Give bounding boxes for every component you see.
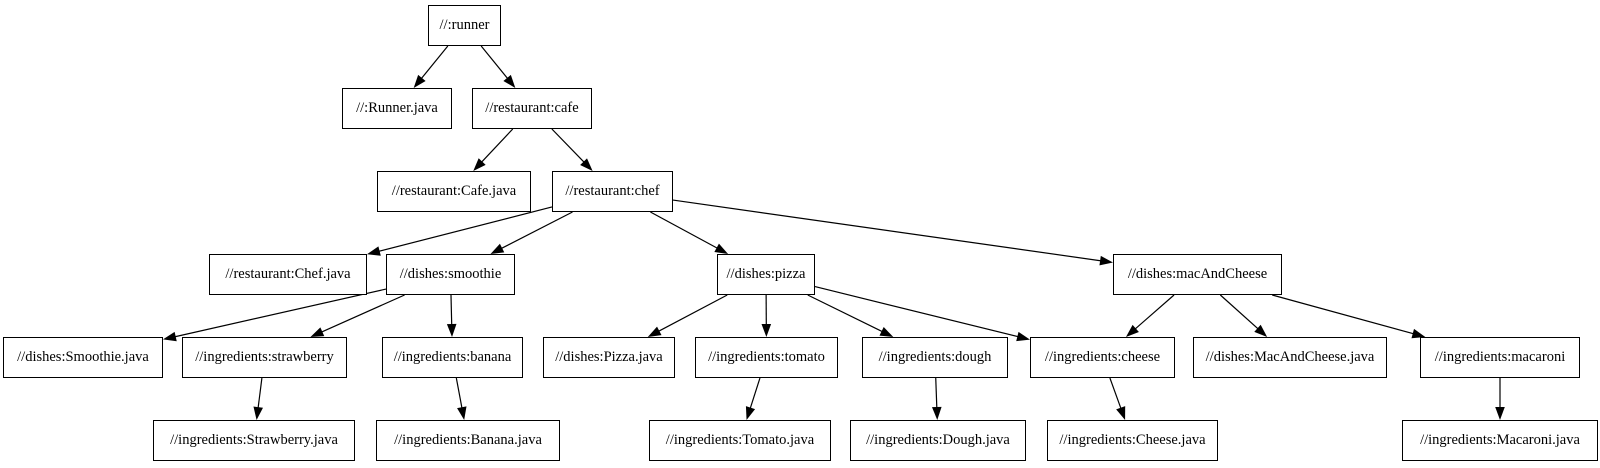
arrowhead-smoothie-to-strawberry [310,327,325,337]
graph-node-pizza: //dishes:pizza [717,254,815,295]
arrowhead-smoothie-to-smoothie_java [163,331,177,342]
arrowhead-cafe-to-chef [580,158,593,171]
graph-node-strawberry: //ingredients:strawberry [182,337,347,378]
arrowhead-cheese-to-cheese_java [1116,406,1126,420]
edge-runner-to-runner_java [419,45,449,81]
edge-pizza-to-cheese [814,286,1021,338]
edge-pizza-to-dough [807,294,885,334]
graph-node-macaroni: //ingredients:macaroni [1420,337,1580,378]
arrowhead-dough-to-dough_java [931,406,942,420]
graph-node-banana_java: //ingredients:Banana.java [376,420,560,461]
arrowhead-tomato-to-tomato_java [745,406,756,420]
graph-node-runner_java: //:Runner.java [342,88,452,129]
edge-smoothie-to-smoothie_java [172,288,387,338]
graph-node-strawberry_java: //ingredients:Strawberry.java [153,420,355,461]
graph-node-chef: //restaurant:chef [552,171,673,212]
arrowhead-cafe-to-cafe_java [473,158,486,171]
edge-pizza-to-pizza_java [656,294,728,333]
arrowhead-pizza-to-tomato [761,323,772,337]
edge-strawberry-to-strawberry_java [257,377,263,411]
graph-node-dough: //ingredients:dough [862,337,1008,378]
graph-node-cheese: //ingredients:cheese [1030,337,1175,378]
edge-smoothie-to-strawberry [319,294,405,334]
graph-node-macandcheese: //dishes:macAndCheese [1113,254,1282,295]
arrowhead-pizza-to-cheese [1016,331,1030,342]
edge-chef-to-chef_java [376,206,553,253]
edge-tomato-to-tomato_java [749,377,761,411]
graph-node-tomato_java: //ingredients:Tomato.java [649,420,831,461]
arrowhead-runner-to-cafe [503,74,516,88]
graph-node-banana: //ingredients:banana [382,337,523,378]
arrowhead-macandcheese-to-macaroni [1411,328,1426,339]
edge-cheese-to-cheese_java [1109,377,1123,411]
arrowhead-runner-to-runner_java [413,74,426,88]
arrowhead-macandcheese-to-cheese [1125,324,1139,337]
graph-node-smoothie_java: //dishes:Smoothie.java [3,337,163,378]
arrowhead-smoothie-to-banana [446,323,457,337]
graph-node-cafe_java: //restaurant:Cafe.java [377,171,531,212]
arrowhead-chef-to-macandcheese [1099,255,1113,266]
arrowhead-pizza-to-dough [879,326,894,337]
graph-node-pizza_java: //dishes:Pizza.java [543,337,675,378]
arrowhead-chef-to-chef_java [367,246,381,256]
edge-smoothie-to-banana [450,294,453,328]
graph-node-tomato: //ingredients:tomato [695,337,838,378]
edge-chef-to-smoothie [499,211,573,250]
edge-cafe-to-cafe_java [479,128,514,165]
arrowhead-chef-to-smoothie [490,243,505,254]
graph-node-smoothie: //dishes:smoothie [386,254,515,295]
graph-node-cheese_java: //ingredients:Cheese.java [1047,420,1218,461]
edge-runner-to-cafe [480,45,510,81]
edge-chef-to-macandcheese [672,199,1104,262]
graph-node-cafe: //restaurant:cafe [472,88,592,129]
arrowhead-banana-to-banana_java [457,406,467,420]
arrowhead-macandcheese-to-macandcheese_java [1254,324,1268,337]
edge-macandcheese-to-macandcheese_java [1219,294,1261,331]
edge-dough-to-dough_java [935,377,938,411]
edge-macandcheese-to-cheese [1133,294,1175,331]
edge-macandcheese-to-macaroni [1272,294,1416,335]
graph-node-runner: //:runner [428,5,501,46]
arrowhead-pizza-to-pizza_java [647,326,662,337]
arrowhead-macaroni-to-macaroni_java [1495,407,1505,420]
graph-node-macandcheese_java: //dishes:MacAndCheese.java [1193,337,1387,378]
edge-chef-to-pizza [650,211,720,250]
graph-node-dough_java: //ingredients:Dough.java [850,420,1026,461]
edge-banana-to-banana_java [455,377,463,411]
graph-node-chef_java: //restaurant:Chef.java [209,254,367,295]
graph-node-macaroni_java: //ingredients:Macaroni.java [1402,420,1598,461]
arrowhead-chef-to-pizza [714,243,729,254]
edge-cafe-to-chef [551,128,587,165]
arrowhead-strawberry-to-strawberry_java [253,406,263,420]
